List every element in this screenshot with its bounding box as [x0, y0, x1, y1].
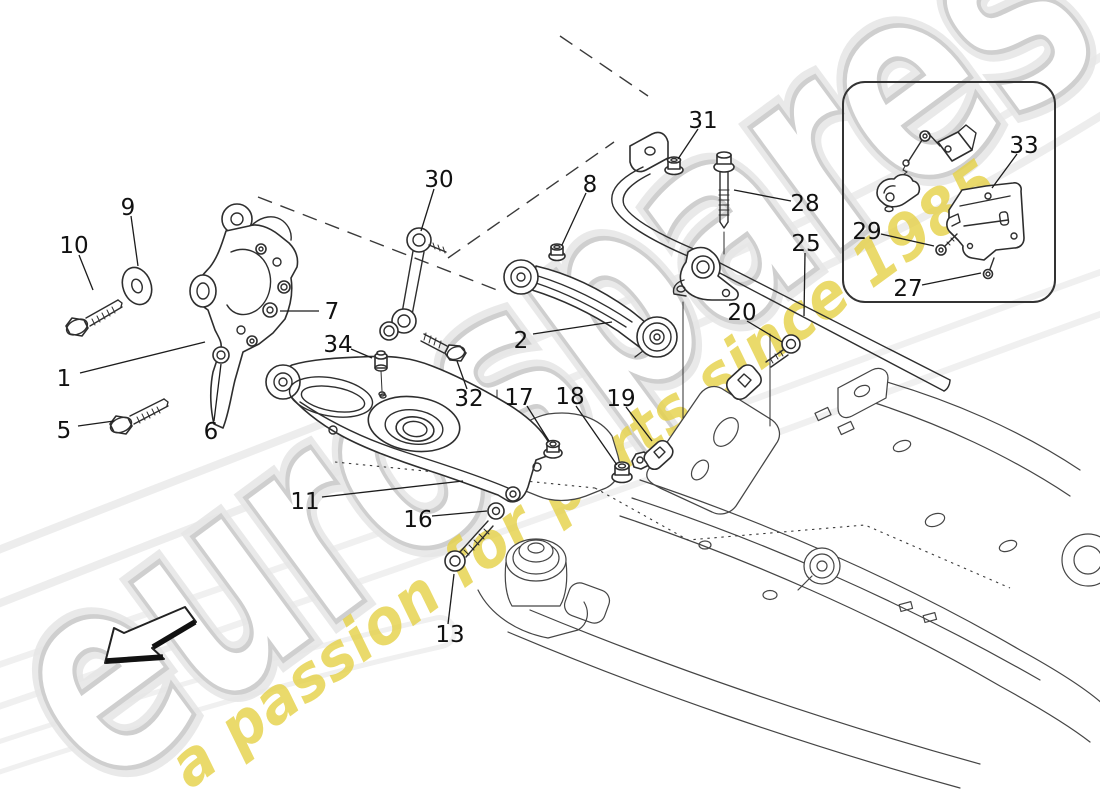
nut-17-drawing [543, 439, 563, 459]
part-label-28: 28 [733, 189, 820, 217]
leader-line-10 [78, 254, 94, 291]
part-label-9: 9 [121, 195, 139, 267]
part-number-1: 1 [57, 366, 72, 392]
part-label-27: 27 [893, 272, 982, 302]
part-number-13: 13 [435, 622, 464, 648]
plug-34-drawing [374, 350, 388, 397]
leader-line-2 [532, 321, 613, 335]
part-label-7: 7 [280, 299, 339, 325]
leader-line-6 [213, 363, 222, 422]
part-number-6: 6 [204, 419, 219, 445]
part-label-32: 32 [454, 360, 484, 412]
leader-line-5 [77, 420, 115, 427]
part-number-29: 29 [852, 219, 881, 245]
part-label-31: 31 [677, 108, 718, 160]
alignment-dashed-lines [257, 35, 649, 291]
part-label-30: 30 [420, 167, 454, 232]
part-label-6: 6 [204, 363, 222, 445]
washer-19-drawing [631, 439, 674, 471]
part-number-20: 20 [727, 300, 756, 326]
part-label-8: 8 [561, 172, 598, 246]
part-label-29: 29 [852, 219, 935, 247]
part-label-2: 2 [514, 321, 613, 354]
leader-line-13 [447, 573, 455, 625]
stabilizer-link-drawing [379, 227, 447, 341]
part-number-11: 11 [290, 489, 319, 515]
leader-line-9 [130, 215, 139, 267]
part-number-2: 2 [514, 328, 529, 354]
part-label-25: 25 [791, 231, 821, 317]
part-label-33: 33 [991, 133, 1039, 189]
part-number-10: 10 [59, 233, 88, 259]
leader-line-20 [746, 320, 783, 343]
bolt-5-drawing [109, 398, 169, 435]
part-number-7: 7 [325, 299, 340, 325]
part-number-33: 33 [1009, 133, 1038, 159]
part-number-32: 32 [454, 386, 483, 412]
leader-line-34 [350, 348, 373, 359]
leader-line-18 [575, 405, 618, 466]
part-number-17: 17 [504, 385, 533, 411]
leader-line-1 [79, 341, 206, 374]
part-number-19: 19 [606, 386, 635, 412]
part-label-13: 13 [435, 573, 465, 648]
leader-line-31 [677, 128, 699, 160]
leader-line-29 [880, 233, 935, 247]
part-label-10: 10 [59, 233, 94, 291]
height-sensor-drawing [876, 124, 977, 213]
part-label-11: 11 [290, 480, 464, 515]
part-label-1: 1 [57, 341, 206, 392]
nut-8-drawing [548, 243, 566, 262]
leader-line-30 [420, 188, 435, 232]
leader-line-28 [733, 189, 792, 202]
leader-line-8 [561, 192, 587, 246]
part-number-28: 28 [790, 191, 819, 217]
leader-line-19 [625, 406, 653, 442]
sensor-bracket-33-drawing [946, 182, 1025, 261]
part-number-30: 30 [424, 167, 453, 193]
direction-arrow-icon [104, 606, 197, 664]
leader-line-32 [456, 360, 468, 390]
leader-line-11 [321, 480, 464, 498]
screw-27-drawing [982, 257, 995, 280]
part-number-25: 25 [791, 231, 820, 257]
part-number-5: 5 [57, 418, 72, 444]
leader-line-25 [803, 252, 806, 317]
part-number-16: 16 [403, 507, 432, 533]
nut-31-drawing [664, 156, 684, 176]
part-number-34: 34 [323, 332, 352, 358]
bolt-10-drawing [65, 299, 123, 337]
part-number-18: 18 [555, 384, 584, 410]
part-number-27: 27 [893, 276, 922, 302]
sway-bar-drawing [611, 131, 951, 392]
lower-control-arm-drawing [265, 355, 552, 503]
part-label-20: 20 [727, 300, 783, 343]
upper-arm-drawing [503, 259, 678, 358]
part-number-8: 8 [583, 172, 598, 198]
bolt-13-drawing [444, 502, 505, 572]
part-label-19: 19 [606, 386, 653, 442]
part-label-18: 18 [555, 384, 618, 466]
inset-detail-box [842, 81, 1056, 303]
leader-line-16 [431, 510, 488, 517]
leader-line-27 [921, 272, 982, 286]
rear-knuckle-drawing [189, 203, 299, 429]
bolt-28-drawing [713, 151, 735, 229]
washer-9-drawing [121, 266, 153, 306]
bolt-32-drawing [420, 332, 467, 362]
leader-line-33 [991, 153, 1018, 189]
leader-line-17 [526, 405, 550, 442]
part-label-16: 16 [403, 507, 488, 533]
nut-18-drawing [611, 461, 633, 484]
part-label-5: 5 [57, 418, 115, 444]
part-label-17: 17 [504, 385, 550, 442]
plate-bolt-20-drawing [725, 334, 801, 401]
screw-29-drawing [935, 233, 958, 256]
part-number-31: 31 [688, 108, 717, 134]
part-label-34: 34 [323, 332, 373, 359]
part-number-9: 9 [121, 195, 136, 221]
